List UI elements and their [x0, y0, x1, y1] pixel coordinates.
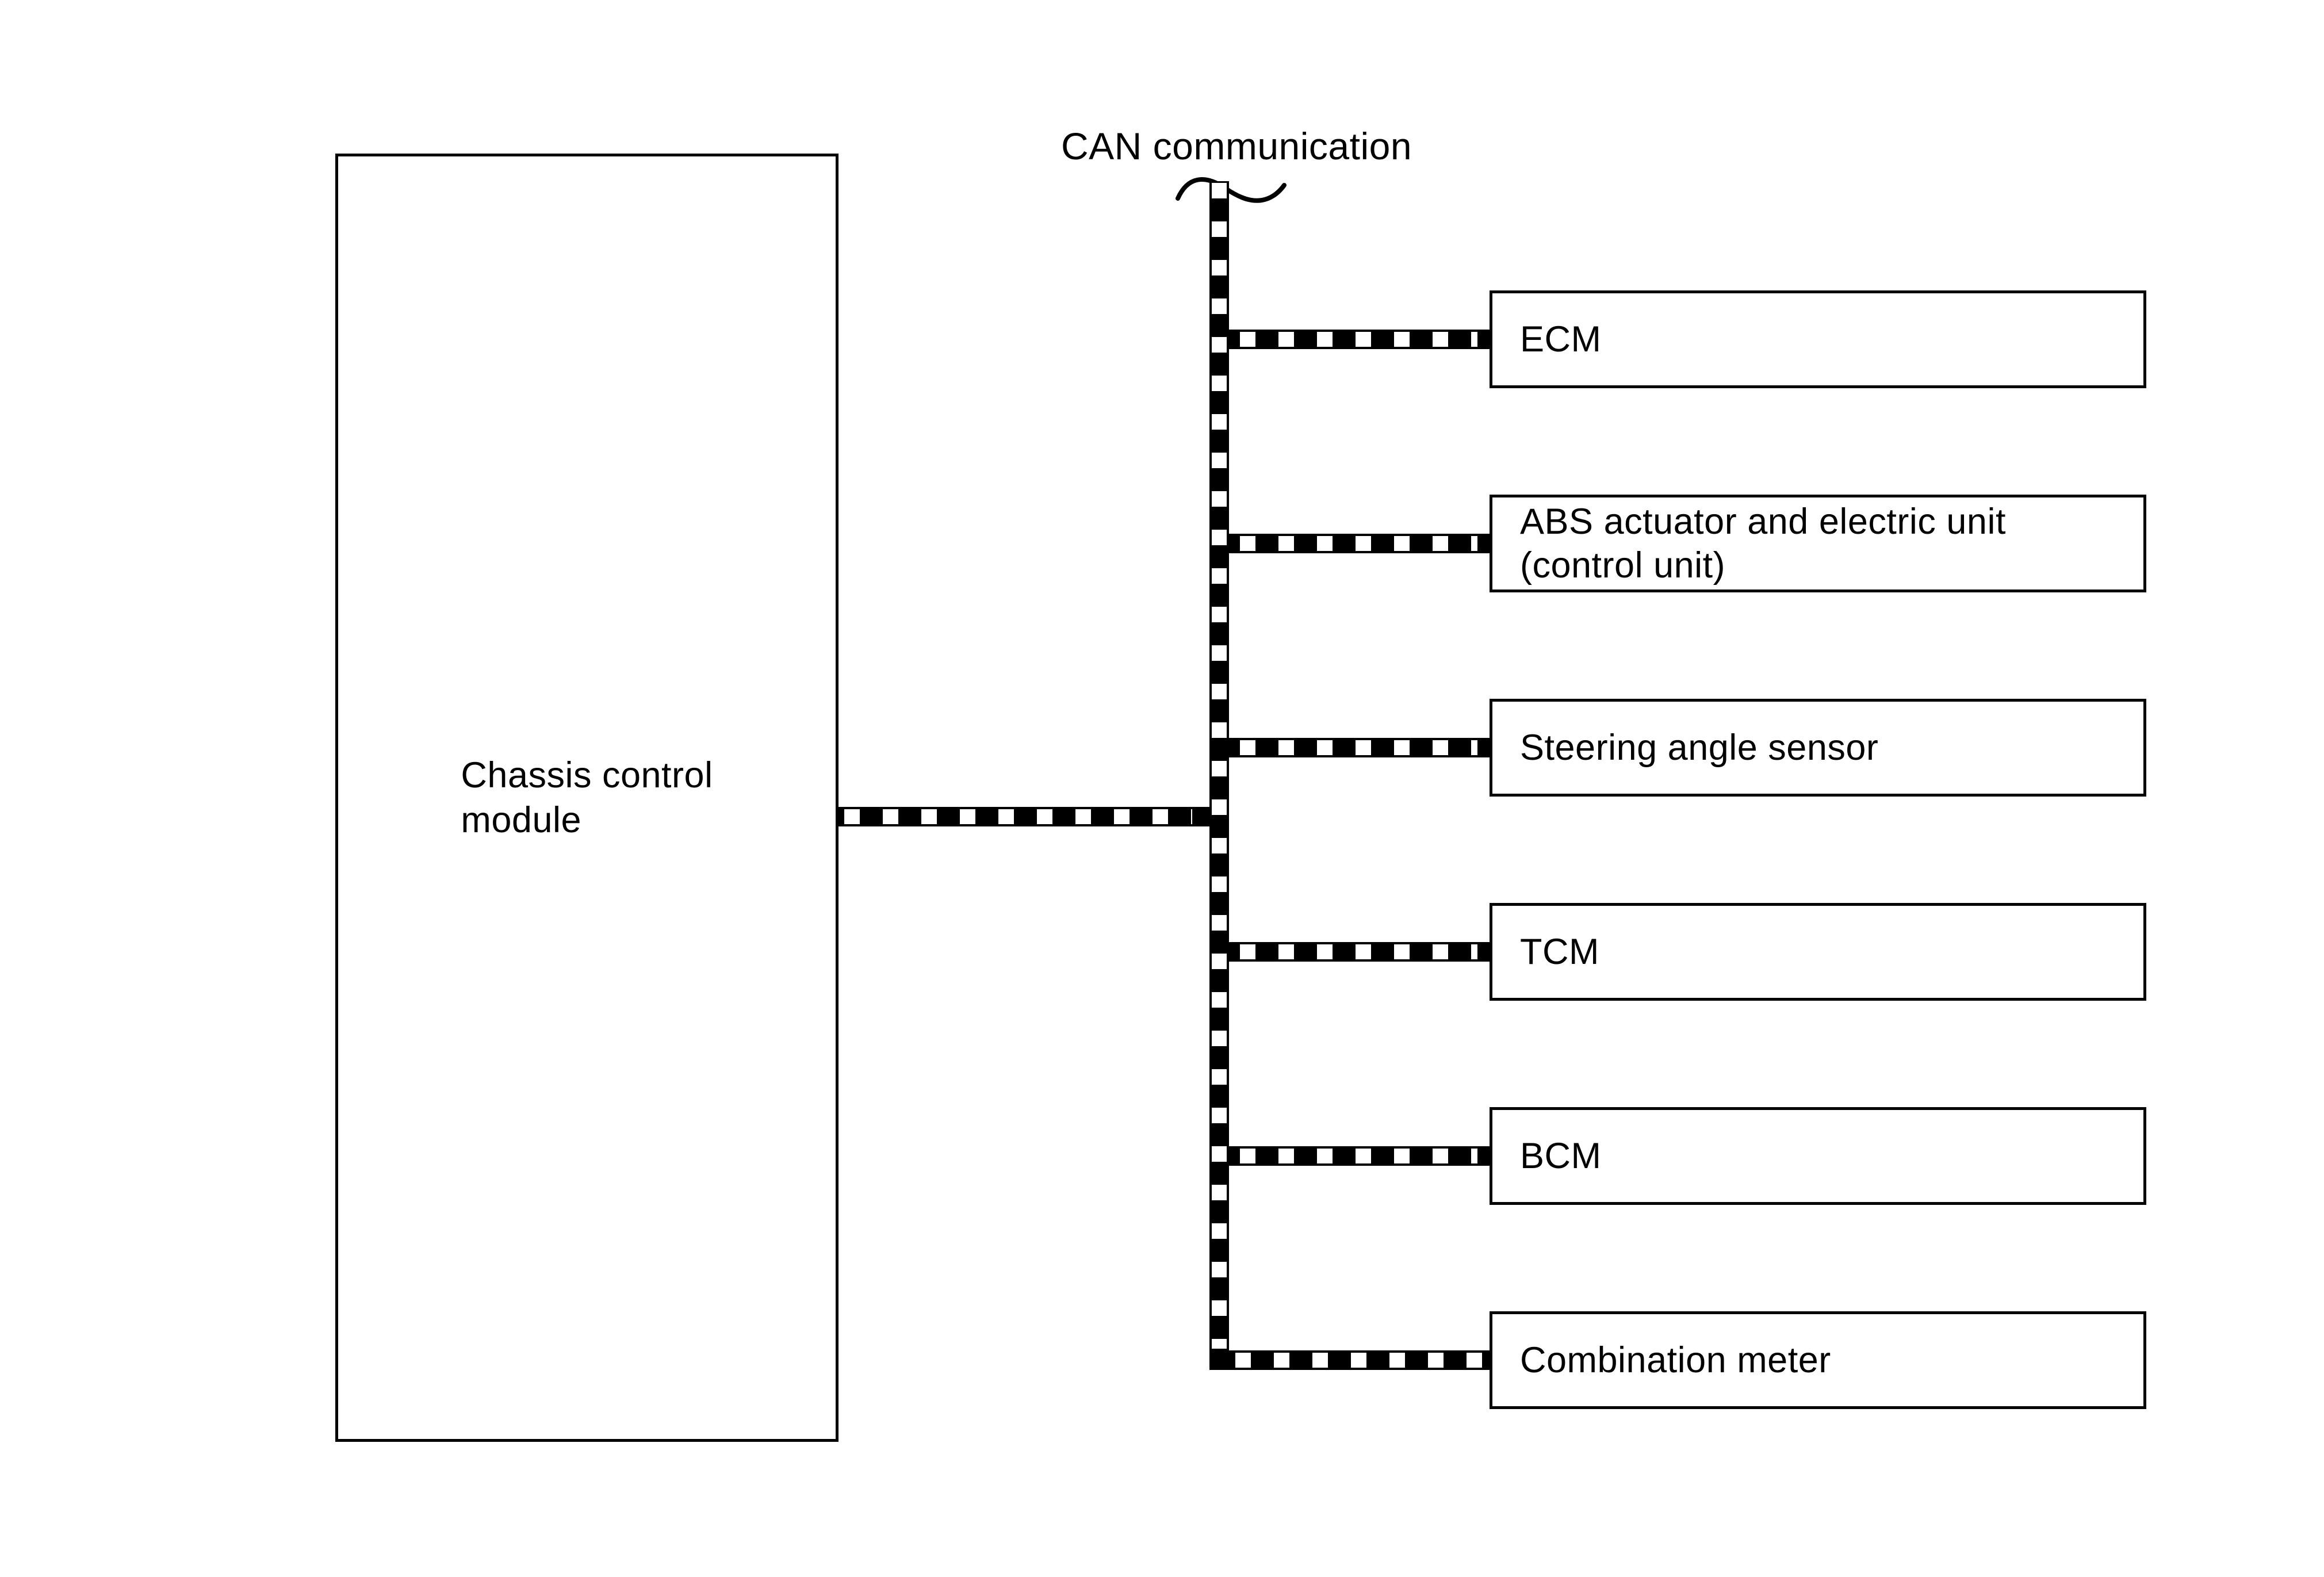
node-box-steering-angle-sensor: Steering angle sensor	[1490, 699, 2146, 797]
can-branch-line-bcm	[1229, 1146, 1490, 1166]
tilde-pointer-icon	[1176, 177, 1287, 203]
node-box-bcm: BCM	[1490, 1107, 2146, 1205]
node-box-tcm: TCM	[1490, 903, 2146, 1001]
can-trunk-line	[1209, 181, 1229, 1370]
can-branch-line-abs	[1229, 534, 1490, 553]
node-box-combination-meter: Combination meter	[1490, 1311, 2146, 1409]
can-branch-line-combination-meter	[1209, 1350, 1490, 1370]
node-box-abs-actuator: ABS actuator and electric unit (control …	[1490, 495, 2146, 592]
can-line-chassis-to-trunk	[839, 807, 1209, 826]
can-branch-line-steering	[1229, 738, 1490, 757]
can-communication-label: CAN communication	[1061, 125, 1412, 167]
chassis-control-module-label: Chassis control module	[461, 755, 713, 840]
chassis-control-module-box: Chassis control module	[335, 154, 839, 1442]
can-branch-line-tcm	[1229, 942, 1490, 962]
node-box-ecm: ECM	[1490, 290, 2146, 388]
can-branch-line-ecm	[1229, 330, 1490, 349]
